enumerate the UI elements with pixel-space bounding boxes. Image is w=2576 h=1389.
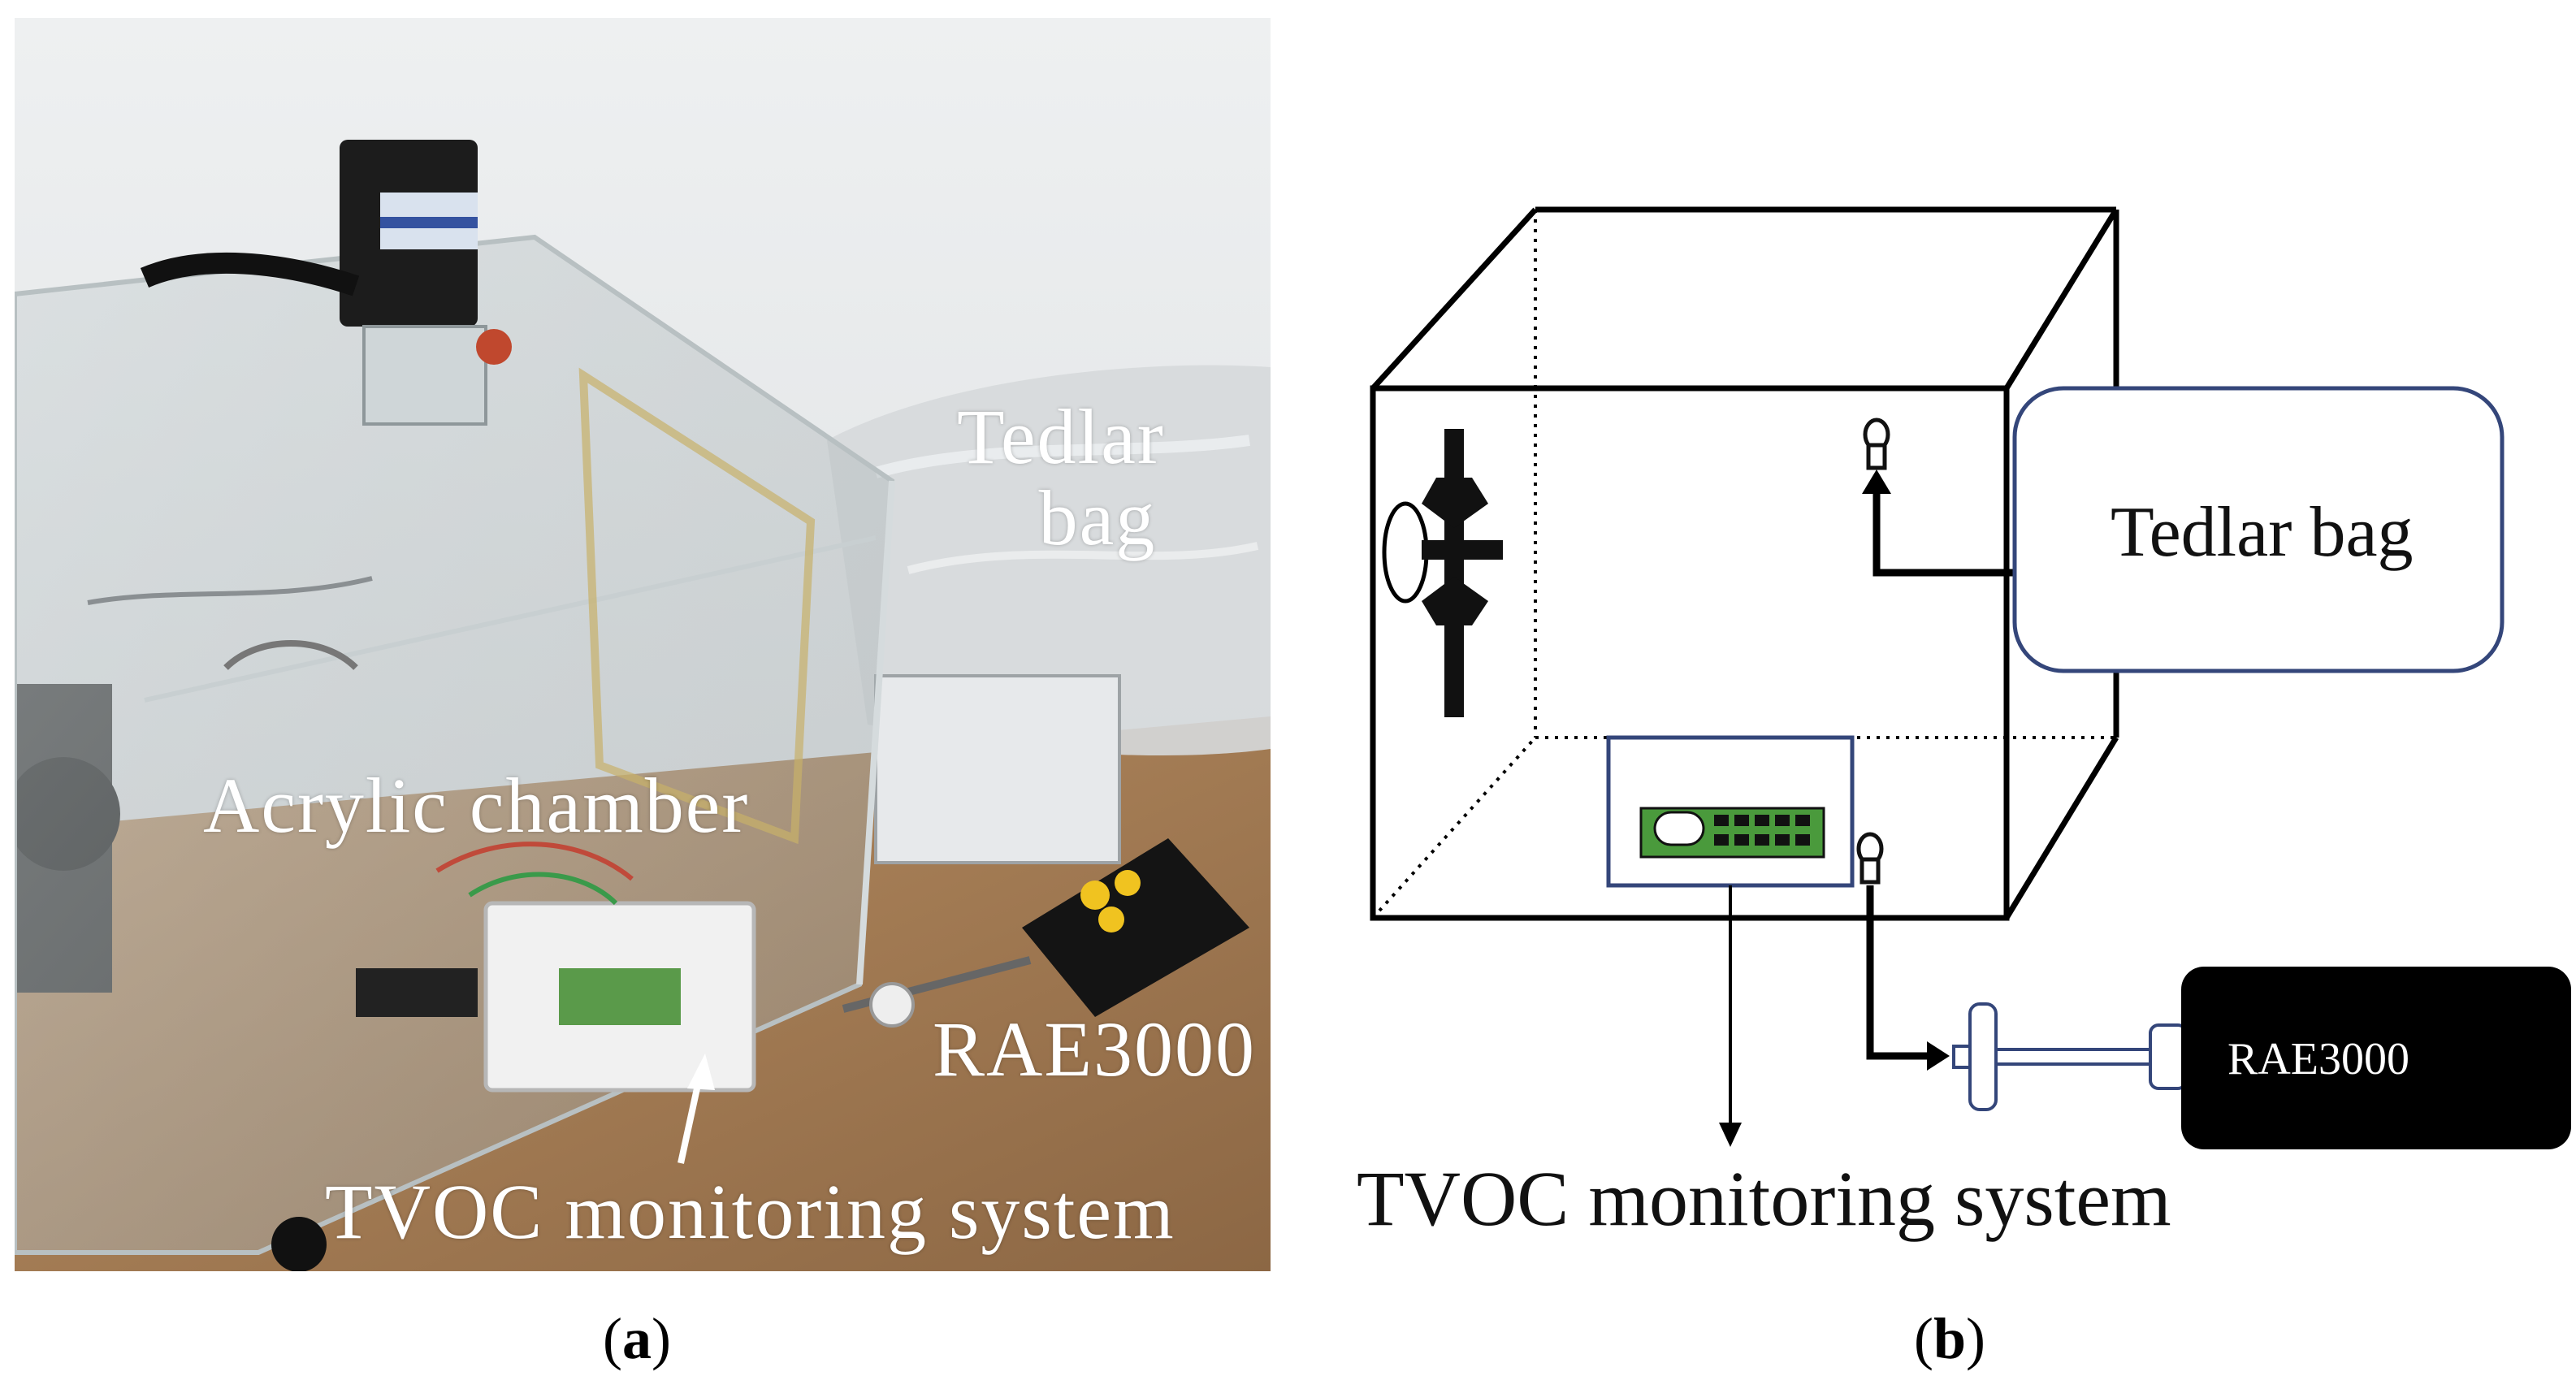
diagram-panel-b: Tedlar bag RAE3000 TVOC monitoring syste… <box>1300 0 2576 1308</box>
tedlar-bag-label-b: Tedlar bag <box>2111 493 2414 572</box>
photo-illustration <box>15 18 1271 1271</box>
caption-b-open: ( <box>1914 1306 1933 1371</box>
rae3000-label-b: RAE3000 <box>2227 1034 2409 1084</box>
tedlar-bag-box <box>2012 386 2505 673</box>
caption-a: (a) <box>603 1309 671 1368</box>
caption-a-letter: a <box>621 1306 652 1371</box>
fan-icon <box>1382 429 1503 717</box>
tvoc-label-b: TVOC monitoring system <box>1357 1155 2171 1242</box>
caption-a-open: ( <box>603 1306 622 1371</box>
tvoc-label-a: TVOC monitoring system <box>325 1168 1175 1255</box>
setup-schematic <box>1370 206 2571 1149</box>
caption-a-close: ) <box>651 1306 671 1371</box>
caption-b-close: ) <box>1966 1306 1986 1371</box>
tedlar-label-line1: Tedlar <box>957 393 1165 480</box>
rae3000-device <box>2181 967 2571 1149</box>
photo-panel-a: Tedlar bag Acrylic chamber RAE3000 TVOC … <box>15 18 1271 1271</box>
rae3000-label-a: RAE3000 <box>933 1006 1256 1093</box>
arrow-icon <box>1719 885 1742 1147</box>
caption-b-letter: b <box>1933 1306 1967 1371</box>
port-icon <box>1863 418 1890 470</box>
tedlar-label-line2: bag <box>1038 474 1157 561</box>
connector-icon <box>1952 1002 2188 1111</box>
port-icon <box>1856 832 1884 885</box>
rae3000-photo <box>1022 838 1249 1017</box>
arrow-icon <box>1866 885 1950 1071</box>
arrow-icon <box>1862 469 2015 577</box>
sensor-board-icon <box>1639 807 1825 859</box>
caption-b: (b) <box>1914 1309 1985 1368</box>
acrylic-chamber-label: Acrylic chamber <box>203 762 750 849</box>
tedlar-bag-label-a: Tedlar bag <box>957 398 1165 557</box>
